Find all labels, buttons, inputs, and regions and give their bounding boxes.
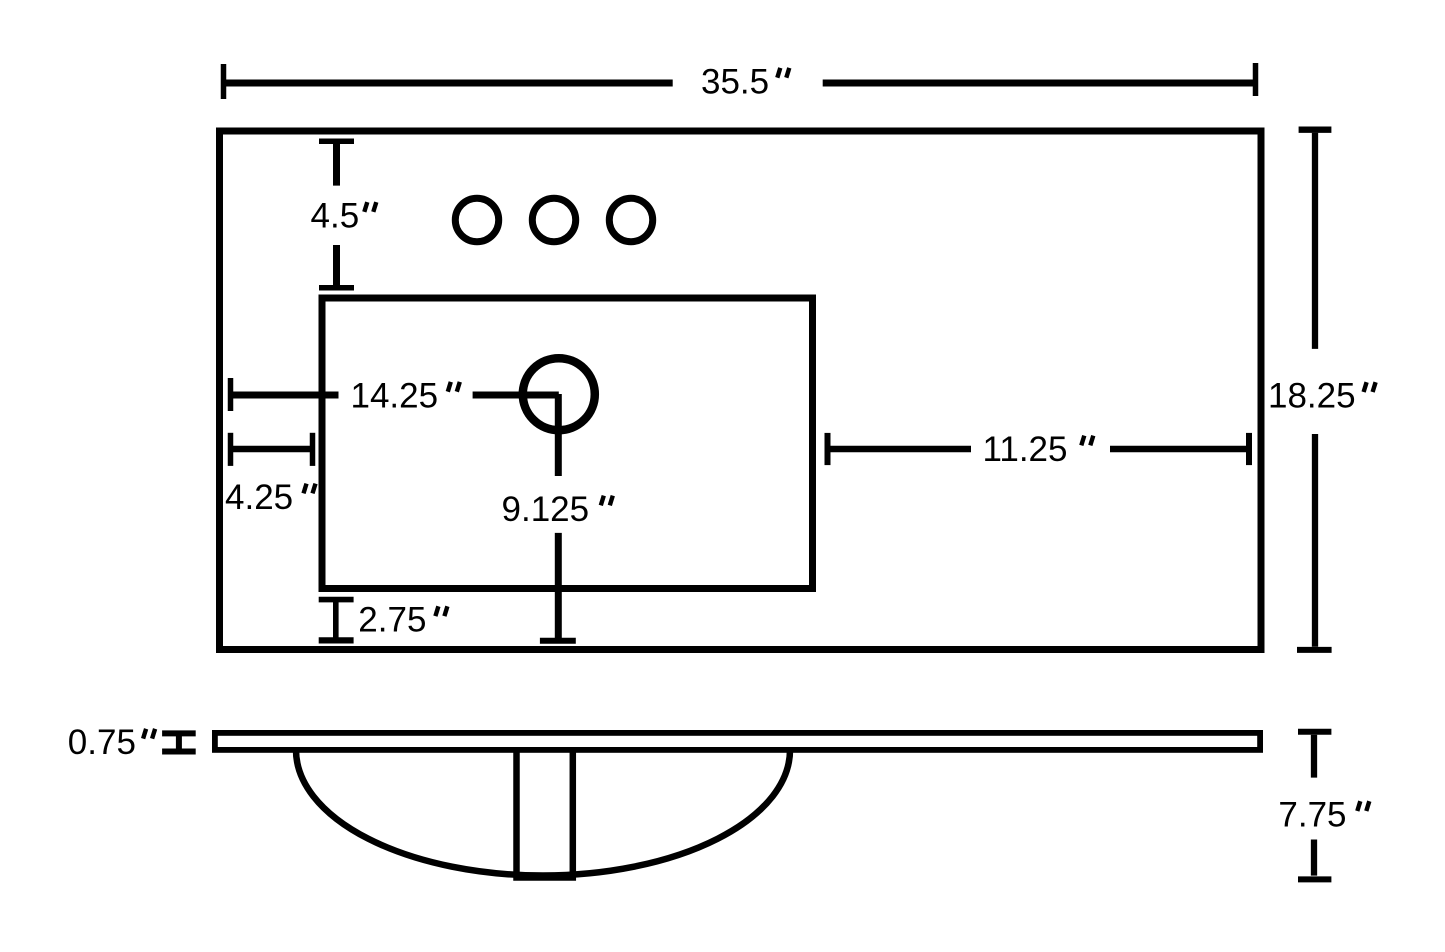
svg-text:14.25: 14.25 [351,376,439,415]
svg-text:2.75: 2.75 [358,601,426,640]
svg-text:35.5: 35.5 [701,63,769,102]
svg-text:9.125: 9.125 [502,490,590,529]
svg-text:7.75: 7.75 [1278,796,1346,835]
svg-text:4.25: 4.25 [225,478,293,517]
svg-text:4.5: 4.5 [311,197,360,236]
svg-text:11.25: 11.25 [983,430,1068,469]
svg-text:0.75: 0.75 [68,723,136,762]
svg-text:18.25: 18.25 [1268,377,1356,416]
